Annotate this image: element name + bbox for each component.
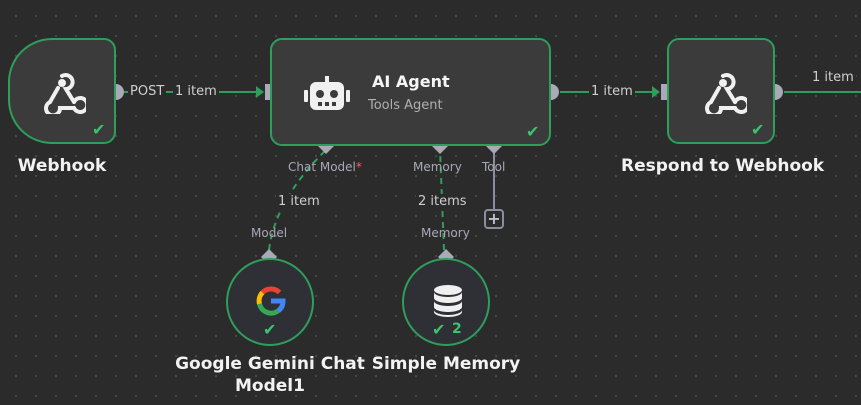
add-tool-button[interactable]: + (484, 209, 504, 229)
port-label-memory: Memory (413, 160, 462, 174)
edge-label-webhook-agent: 1 item (173, 84, 219, 99)
database-icon (434, 285, 462, 317)
edge-label-post: POST (128, 84, 167, 99)
edge-label-gemini-agent: 1 item (276, 194, 322, 209)
port-label-chat-model-text: Chat Model (288, 160, 356, 174)
google-gemini-node[interactable]: ✔ (226, 258, 314, 346)
google-gemini-label-line1: Google Gemini Chat (175, 354, 365, 374)
arrowhead (256, 86, 264, 98)
success-check-icon: ✔ (263, 320, 277, 339)
webhook-node[interactable]: ✔ (8, 38, 116, 144)
respond-to-webhook-node[interactable]: ✔ (667, 38, 775, 144)
input-port-respond[interactable] (661, 84, 669, 100)
google-g-icon (256, 286, 286, 316)
arrowhead (652, 86, 660, 98)
google-gemini-label: Google Gemini Chat Model1 (170, 353, 370, 397)
ai-agent-subtitle: Tools Agent (368, 98, 443, 113)
webhook-icon (705, 73, 747, 114)
simple-memory-label: Simple Memory (371, 354, 521, 374)
success-check-icon: ✔ (526, 122, 540, 141)
edge-label-memory-agent: 2 items (416, 194, 469, 209)
ai-agent-node[interactable]: AI Agent Tools Agent ✔ (270, 38, 551, 146)
edge-label-respond-out: 1 item (810, 70, 856, 85)
port-label-chat-model: Chat Model* (288, 160, 362, 174)
google-gemini-label-line2: Model1 (235, 376, 305, 396)
port-label-memory-source: Memory (421, 226, 470, 240)
success-check-icon: ✔ (751, 120, 765, 139)
port-label-tool: Tool (482, 160, 506, 174)
port-label-model: Model (251, 226, 288, 240)
respond-to-webhook-label: Respond to Webhook (621, 156, 825, 176)
edge-memory-agent[interactable] (439, 149, 445, 251)
plus-icon: + (487, 209, 501, 228)
required-marker: * (355, 160, 362, 174)
success-check-icon: ✔ (432, 320, 446, 339)
input-port-agent[interactable] (265, 84, 273, 100)
success-check-icon: ✔ (92, 120, 106, 139)
edge-label-agent-respond: 1 item (589, 84, 635, 99)
run-count: 2 (452, 321, 462, 337)
webhook-label: Webhook (17, 156, 107, 176)
ai-agent-title: AI Agent (372, 72, 450, 91)
edge-gemini-agent[interactable] (268, 149, 327, 251)
simple-memory-node[interactable]: ✔ 2 (402, 258, 490, 346)
robot-icon (304, 76, 350, 110)
webhook-icon (44, 73, 86, 114)
